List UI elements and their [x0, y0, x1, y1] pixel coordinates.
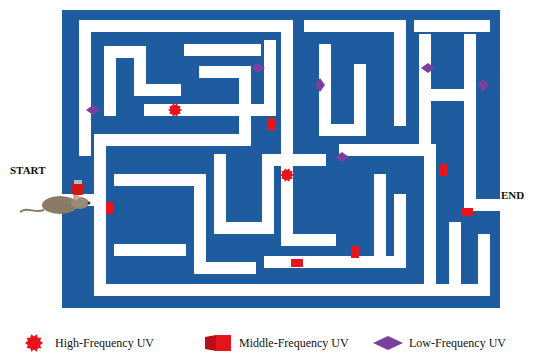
middle-uv-marker	[439, 164, 447, 176]
maze-wall	[62, 10, 500, 308]
maze-corridor	[120, 244, 180, 256]
legend-swatch	[372, 334, 404, 352]
middle-uv-marker	[268, 118, 276, 130]
maze-corridor	[325, 50, 360, 130]
maze-corridor	[150, 46, 270, 110]
legend-swatch	[18, 334, 50, 352]
maze-corridor	[100, 205, 484, 290]
low-uv-marker	[251, 63, 265, 73]
low-uv-marker	[421, 63, 435, 73]
maze-corridor	[85, 26, 285, 150]
legend-item: High-Frequency UV	[18, 334, 154, 352]
legend-mid-side	[205, 335, 216, 351]
middle-uv-marker	[351, 246, 359, 258]
maze-corridor	[374, 180, 386, 258]
low-uv-marker	[315, 78, 325, 92]
legend-item: Low-Frequency UV	[372, 334, 506, 352]
maze-corridor	[56, 26, 506, 290]
legend-star	[25, 334, 43, 351]
high-uv-marker	[280, 168, 294, 181]
rat-figure	[74, 180, 82, 184]
low-uv-marker	[86, 105, 100, 115]
maze-corridor	[420, 20, 484, 32]
legend-text: Middle-Frequency UV	[239, 336, 349, 351]
rat-figure	[20, 210, 44, 212]
middle-uv-marker	[291, 259, 303, 267]
middle-uv-marker	[106, 118, 473, 267]
legend-mid-face	[216, 335, 231, 351]
rat-figure	[72, 183, 84, 195]
legend-text: High-Frequency UV	[55, 336, 154, 351]
legend-diamond	[373, 336, 403, 350]
maze-corridor	[56, 140, 150, 200]
maze-corridor	[190, 44, 255, 56]
middle-uv-marker	[106, 202, 114, 214]
maze-corridor	[464, 40, 476, 182]
rat-figure	[20, 180, 91, 214]
maze-end-label: START	[10, 164, 45, 176]
maze-corridor	[449, 228, 461, 282]
low-uv-marker	[86, 63, 488, 162]
maze-corridor	[470, 182, 506, 205]
maze-label: START	[10, 164, 45, 176]
maze-corridor	[220, 160, 320, 228]
high-uv-marker	[168, 103, 294, 181]
low-uv-marker	[335, 152, 349, 162]
high-uv-marker	[168, 103, 182, 116]
middle-uv-marker	[461, 208, 473, 216]
legend-item: Middle-Frequency UV	[202, 334, 349, 352]
legend-text: Low-Frequency UV	[409, 336, 506, 351]
maze-corridor	[110, 52, 175, 110]
maze-label: END	[501, 189, 524, 201]
legend-swatch	[202, 334, 234, 352]
low-uv-marker	[478, 78, 488, 92]
maze-end-label: END	[501, 189, 524, 201]
maze-corridor	[425, 89, 470, 101]
rat-figure	[88, 202, 91, 205]
